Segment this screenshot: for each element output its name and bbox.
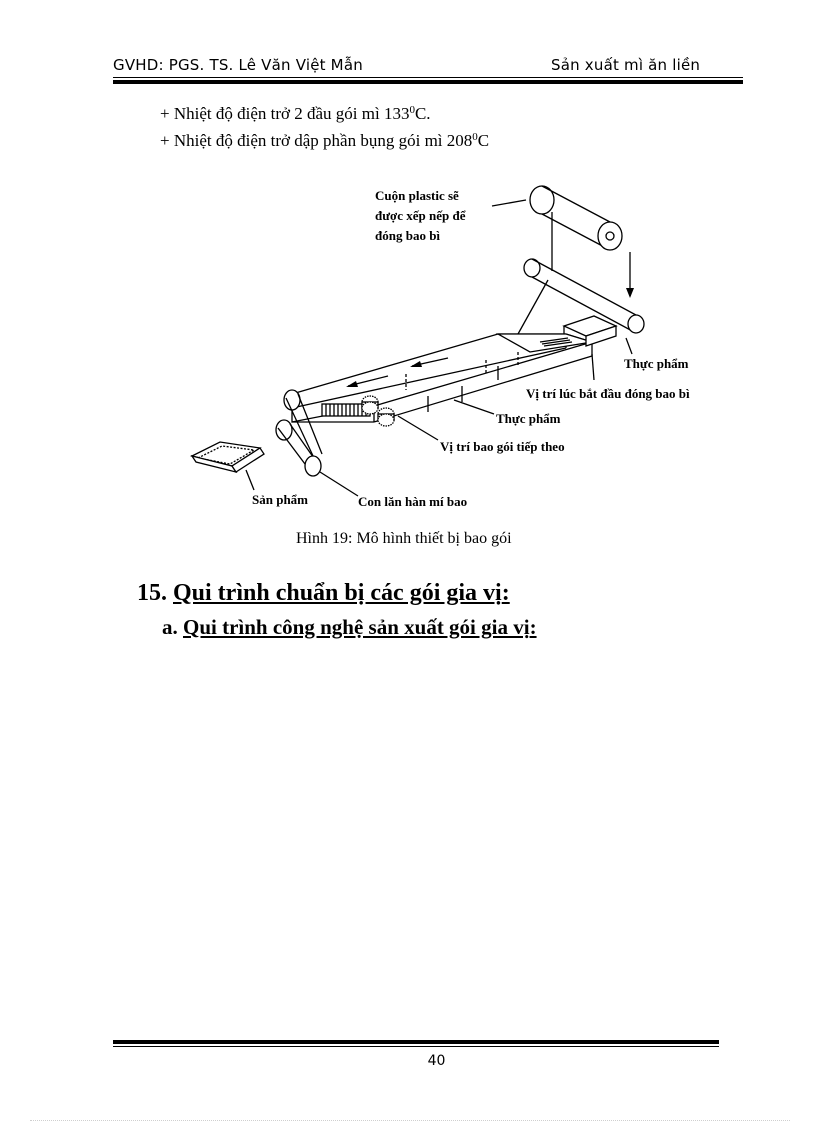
- label-food-top: Thực phẩm: [624, 356, 689, 371]
- section-heading-15: 15. Qui trình chuẩn bị các gói gia vị:: [137, 580, 510, 606]
- page-bottom-dotted-line: [30, 1120, 790, 1122]
- figure-caption: Hình 19: Mô hình thiết bị bao gói: [296, 530, 512, 547]
- packaging-machine-drawing: [190, 185, 645, 497]
- subsection-heading-a: a. Qui trình công nghệ sản xuất gói gia …: [162, 615, 537, 639]
- page-number: 40: [427, 1053, 446, 1069]
- label-product: Sản phẩm: [252, 492, 308, 507]
- header-rule-thick: [113, 80, 743, 84]
- footer-rule-thin: [113, 1046, 719, 1047]
- label-start-position: Vị trí lúc bắt đầu đóng bao bì: [526, 386, 690, 401]
- gears: [361, 395, 395, 427]
- guide-roller: [523, 258, 645, 334]
- plastic-roll: [529, 185, 623, 271]
- product-packet: [190, 441, 265, 474]
- seal-rollers: [275, 389, 323, 477]
- footer-rule-thick: [113, 1040, 719, 1044]
- header-left-text: GVHD: PGS. TS. Lê Văn Việt Mẫn: [113, 56, 363, 74]
- temperature-line-2: + Nhiệt độ điện trở dập phần bụng gói mì…: [160, 131, 490, 150]
- food-box: [562, 315, 618, 347]
- label-food-middle: Thực phẩm: [496, 411, 561, 426]
- temperature-line-1: + Nhiệt độ điện trở 2 đầu gói mì 1330C.: [160, 104, 431, 123]
- label-next-position: Vị trí bao gói tiếp theo: [440, 439, 565, 454]
- packaging-machine-figure: Cuộn plastic sẽ được xếp nếp để đóng bao…: [180, 176, 740, 516]
- header-right-text: Sản xuất mì ăn liền: [551, 56, 701, 74]
- header-rule-thin: [113, 77, 743, 78]
- label-seal-roller: Con lăn hàn mí bao: [358, 494, 468, 509]
- label-plastic-roll: Cuộn plastic sẽ được xếp nếp để đóng bao…: [375, 188, 466, 243]
